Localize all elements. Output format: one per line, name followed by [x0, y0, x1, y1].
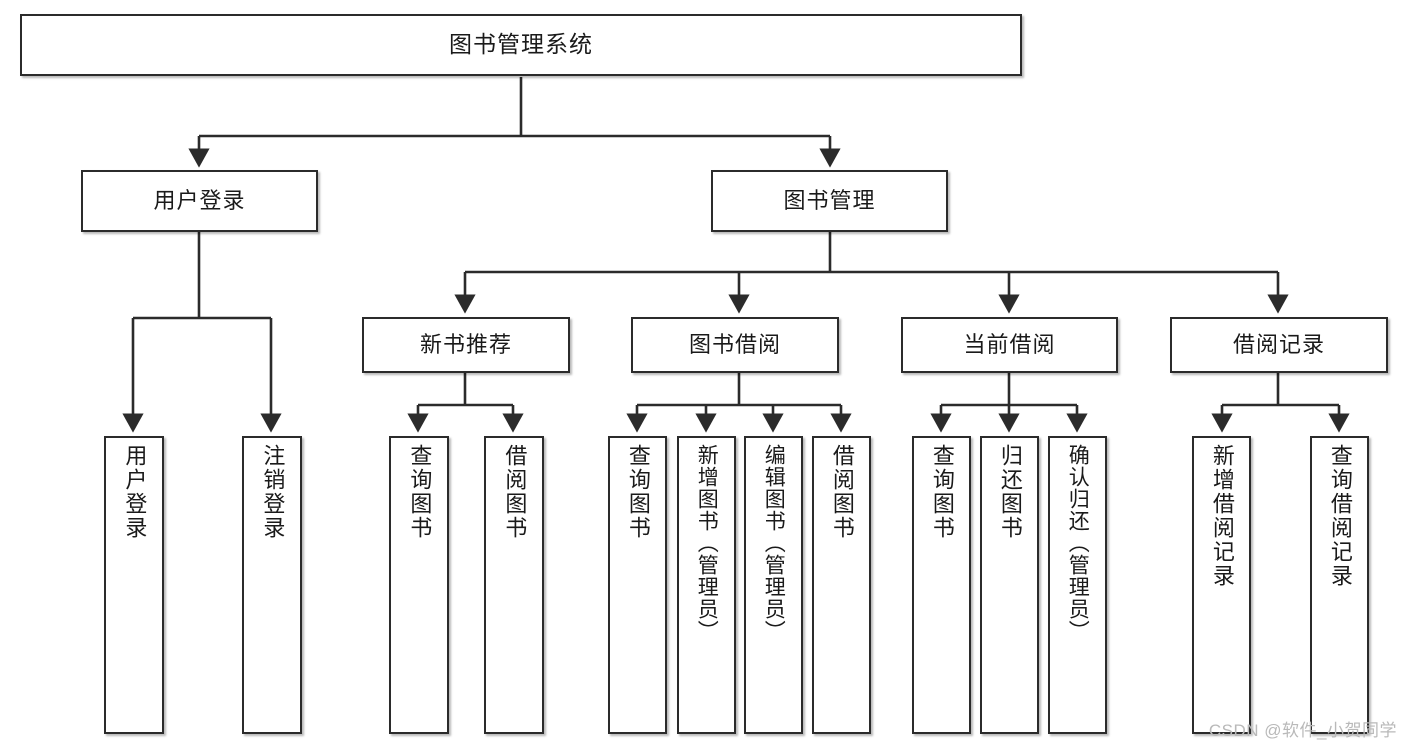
leaf-borrow-book[interactable]: 借阅图书 — [812, 436, 871, 734]
node-label: 新书推荐 — [419, 331, 512, 357]
node-label: 当前借阅 — [963, 331, 1056, 357]
node-root-book-management-system[interactable]: 图书管理系统 — [20, 14, 1022, 76]
node-label: 确认归还（管理员） — [1066, 444, 1090, 642]
node-borrow-record[interactable]: 借阅记录 — [1170, 317, 1388, 373]
leaf-query-book-borrow[interactable]: 查询图书 — [608, 436, 667, 734]
leaf-query-borrow-record[interactable]: 查询借阅记录 — [1310, 436, 1369, 734]
node-label: 用户登录 — [153, 187, 246, 213]
leaf-edit-book-admin[interactable]: 编辑图书（管理员） — [744, 436, 803, 734]
csdn-watermark: CSDN @软件_小贺同学 — [1208, 721, 1397, 740]
node-label: 查询图书 — [407, 444, 433, 540]
leaf-add-book-admin[interactable]: 新增图书（管理员） — [677, 436, 736, 734]
node-label: 查询图书 — [929, 444, 955, 540]
leaf-borrow-book-recommend[interactable]: 借阅图书 — [484, 436, 544, 734]
node-label: 图书管理 — [783, 187, 876, 213]
node-book-borrow[interactable]: 图书借阅 — [631, 317, 839, 373]
node-label: 图书借阅 — [688, 331, 781, 357]
node-label: 编辑图书（管理员） — [762, 444, 786, 642]
node-label: 新增图书（管理员） — [695, 444, 719, 642]
node-label: 图书管理系统 — [449, 31, 593, 58]
node-label: 注销登录 — [260, 444, 286, 540]
node-label: 新增借阅记录 — [1209, 444, 1235, 588]
node-label: 借阅图书 — [829, 444, 855, 540]
node-label: 用户登录 — [122, 444, 148, 540]
node-book-management[interactable]: 图书管理 — [711, 170, 948, 232]
node-label: 查询图书 — [625, 444, 651, 540]
leaf-return-book[interactable]: 归还图书 — [980, 436, 1039, 734]
node-label: 借阅图书 — [502, 444, 528, 540]
node-user-login[interactable]: 用户登录 — [81, 170, 318, 232]
node-label: 查询借阅记录 — [1327, 444, 1353, 588]
node-label: 归还图书 — [997, 444, 1023, 540]
node-label: 借阅记录 — [1232, 331, 1325, 357]
leaf-query-book-recommend[interactable]: 查询图书 — [389, 436, 449, 734]
leaf-query-book-current[interactable]: 查询图书 — [912, 436, 971, 734]
node-current-borrow[interactable]: 当前借阅 — [901, 317, 1118, 373]
node-new-book-recommend[interactable]: 新书推荐 — [362, 317, 570, 373]
leaf-user-login[interactable]: 用户登录 — [104, 436, 164, 734]
leaf-add-borrow-record[interactable]: 新增借阅记录 — [1192, 436, 1251, 734]
leaf-logout-login[interactable]: 注销登录 — [242, 436, 302, 734]
leaf-confirm-return-admin[interactable]: 确认归还（管理员） — [1048, 436, 1107, 734]
